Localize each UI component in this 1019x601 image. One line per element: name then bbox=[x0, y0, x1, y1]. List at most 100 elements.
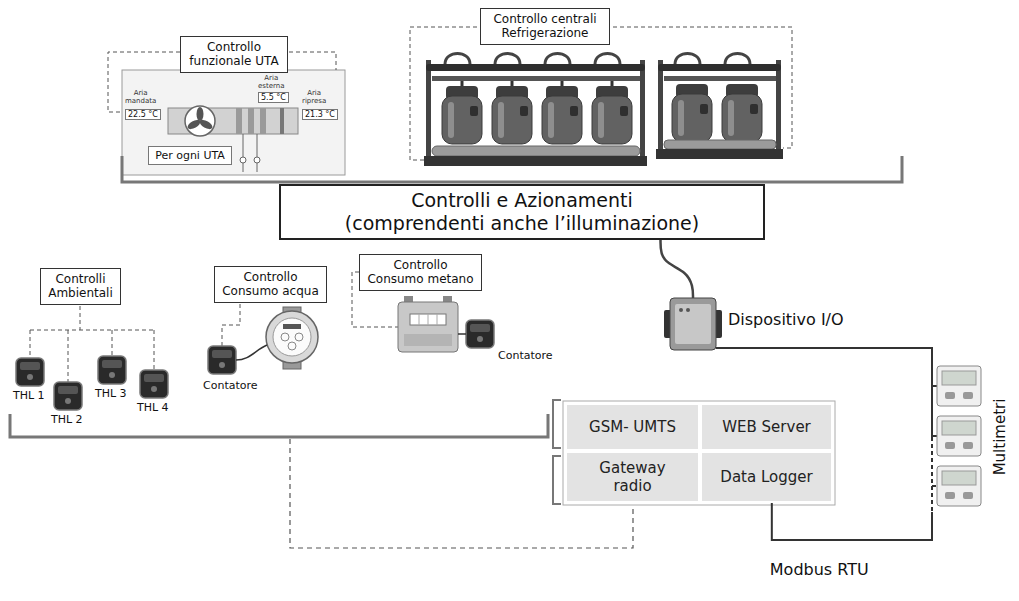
bracket bbox=[553, 400, 561, 448]
node-text: Per ogni UTA bbox=[154, 149, 226, 162]
node-text: GSM- UMTS bbox=[589, 418, 676, 436]
io-device-icon bbox=[686, 308, 690, 312]
refrigeration-rack bbox=[658, 60, 663, 158]
temperature-value: 5.5 °C bbox=[258, 92, 289, 103]
gas-meter bbox=[428, 314, 429, 325]
multimeter bbox=[937, 466, 981, 506]
node-text: Dispositivo I/O bbox=[728, 310, 844, 329]
refrigeration-rack bbox=[461, 81, 464, 86]
leader-line bbox=[410, 27, 477, 160]
gas-meter bbox=[398, 302, 458, 352]
sensor-label: THL 4 bbox=[137, 402, 169, 415]
ahu-illustration bbox=[197, 107, 204, 121]
callout-box: Controllo Consumo acqua bbox=[214, 266, 327, 303]
node-text: Controllo Consumo acqua bbox=[221, 270, 320, 299]
water-meter bbox=[281, 333, 289, 341]
io-device: Dispositivo I/O bbox=[670, 298, 716, 350]
refrigeration-rack bbox=[776, 60, 781, 158]
node-text: Multimetri bbox=[991, 399, 1009, 476]
bracket bbox=[553, 456, 561, 504]
node-text: Controllo funzionale UTA bbox=[187, 40, 281, 69]
refrigeration-rack bbox=[424, 156, 647, 166]
ahu-illustration bbox=[254, 157, 260, 163]
refrigeration-rack bbox=[656, 54, 783, 160]
leader-line bbox=[222, 304, 240, 346]
ahu-illustration bbox=[185, 106, 215, 136]
gas-meter bbox=[437, 314, 438, 325]
refrigeration-rack bbox=[658, 64, 781, 71]
ahu-illustration bbox=[240, 157, 246, 163]
refrigeration-rack bbox=[426, 64, 645, 71]
compressor bbox=[722, 84, 762, 142]
meter-label: Contatore bbox=[498, 350, 553, 363]
sensor-label: THL 2 bbox=[51, 414, 83, 427]
leader-line bbox=[30, 306, 154, 382]
ahu-illustration bbox=[280, 108, 284, 134]
callout-box: Controllo Consumo metano bbox=[359, 254, 482, 291]
callout-box: Controlli Ambientali bbox=[40, 268, 121, 305]
thl-sensor bbox=[140, 370, 168, 398]
node-text: Controlli Ambientali bbox=[47, 272, 114, 301]
gas-meter bbox=[410, 314, 446, 325]
meter-label: Contatore bbox=[203, 380, 258, 393]
multimeter-group: Multimetri bbox=[932, 362, 988, 512]
node-text: Controllo Consumo metano bbox=[366, 258, 475, 287]
pulse-counter bbox=[208, 346, 236, 374]
sensor-label: THL 3 bbox=[95, 388, 127, 401]
refrigeration-rack bbox=[432, 146, 640, 156]
refrigeration-rack bbox=[611, 81, 614, 86]
water-meter bbox=[266, 307, 318, 369]
leader-line bbox=[30, 27, 792, 382]
edge-label: Modbus RTU bbox=[768, 560, 871, 579]
water-meter bbox=[295, 333, 303, 341]
bracket bbox=[10, 414, 548, 437]
refrigeration-rack bbox=[445, 54, 620, 65]
water-meter bbox=[283, 324, 301, 329]
air-label: Aria esterna bbox=[258, 74, 285, 90]
connector bbox=[772, 503, 932, 540]
compressor bbox=[492, 86, 532, 144]
water-meter bbox=[266, 311, 318, 363]
multimeter bbox=[937, 416, 981, 456]
refrigeration-rack bbox=[432, 76, 640, 81]
gas-meter bbox=[398, 296, 458, 352]
main-box: Controlli e Azionamenti (comprendenti an… bbox=[279, 184, 765, 240]
refrigeration-rack bbox=[640, 60, 645, 164]
node-text: WEB Server bbox=[722, 418, 811, 436]
thl-sensor bbox=[16, 358, 44, 386]
note-box: Per ogni UTA bbox=[148, 146, 232, 165]
server-cell: GSM- UMTS bbox=[565, 403, 700, 451]
connector bbox=[716, 348, 932, 362]
server-cell: WEB Server bbox=[700, 403, 833, 451]
air-label: Aria mandata bbox=[125, 89, 156, 105]
io-device-icon bbox=[670, 298, 716, 350]
sensor-label: THL 1 bbox=[13, 390, 45, 403]
multimeter bbox=[937, 366, 981, 406]
thl-sensor bbox=[98, 356, 126, 384]
gas-meter bbox=[404, 334, 452, 346]
ahu-illustration bbox=[257, 134, 258, 172]
bracket bbox=[553, 400, 561, 504]
io-device-icon bbox=[679, 308, 683, 312]
compressor bbox=[592, 86, 632, 144]
air-label: Aria ripresa bbox=[302, 89, 326, 105]
compressor bbox=[542, 86, 582, 144]
water-meter bbox=[273, 318, 311, 356]
central-unit-frame bbox=[563, 401, 835, 505]
server-cell: Data Logger bbox=[700, 451, 833, 503]
refrigeration-rack bbox=[656, 149, 783, 159]
refrigeration-rack bbox=[511, 81, 514, 86]
ahu-illustration bbox=[243, 134, 244, 172]
node-text: Data Logger bbox=[720, 468, 812, 486]
ahu-illustration bbox=[186, 118, 202, 131]
compressor bbox=[442, 86, 482, 144]
ahu-illustration bbox=[236, 108, 242, 134]
refrigeration-rack bbox=[664, 76, 776, 81]
refrigeration-rack bbox=[424, 54, 647, 167]
refrigeration-rack bbox=[675, 54, 750, 65]
meter-bus bbox=[932, 362, 937, 512]
refrigeration-rack bbox=[664, 140, 776, 149]
